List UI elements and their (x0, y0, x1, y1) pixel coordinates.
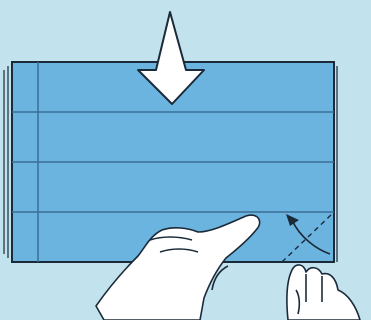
hand-icon (287, 265, 360, 320)
